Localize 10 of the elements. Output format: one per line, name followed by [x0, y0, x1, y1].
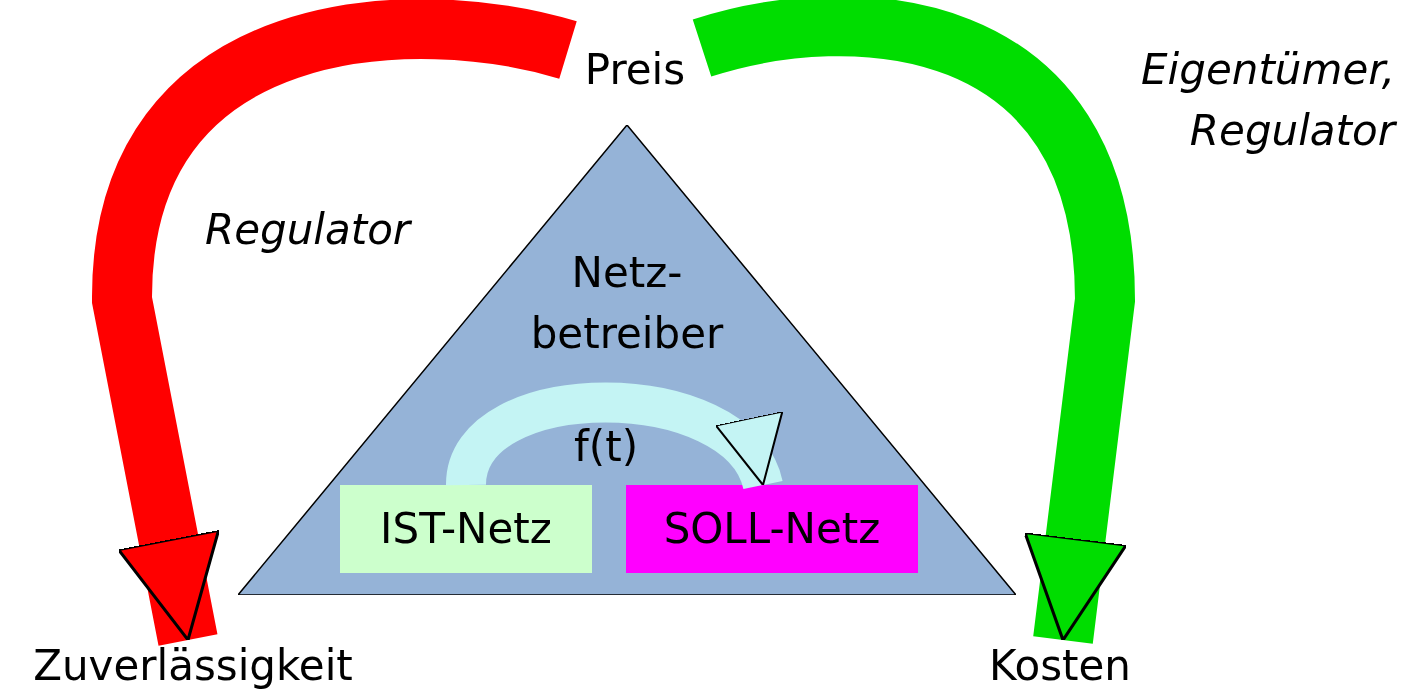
curved-arrow: [92, 0, 576, 646]
corner-label: Kosten: [972, 640, 1148, 692]
corner-label: Preis: [568, 40, 702, 100]
state-box: SOLL-Netz: [626, 485, 918, 573]
edge-label: Regulator: [205, 204, 413, 256]
node-title: Netz- betreiber: [529, 247, 725, 360]
edge-label: Eigentümer, Regulator: [1140, 44, 1395, 157]
state-box: IST-Netz: [340, 485, 592, 573]
corner-label: Zuverlässigkeit: [8, 640, 378, 692]
edge-label: f(t): [574, 422, 640, 473]
